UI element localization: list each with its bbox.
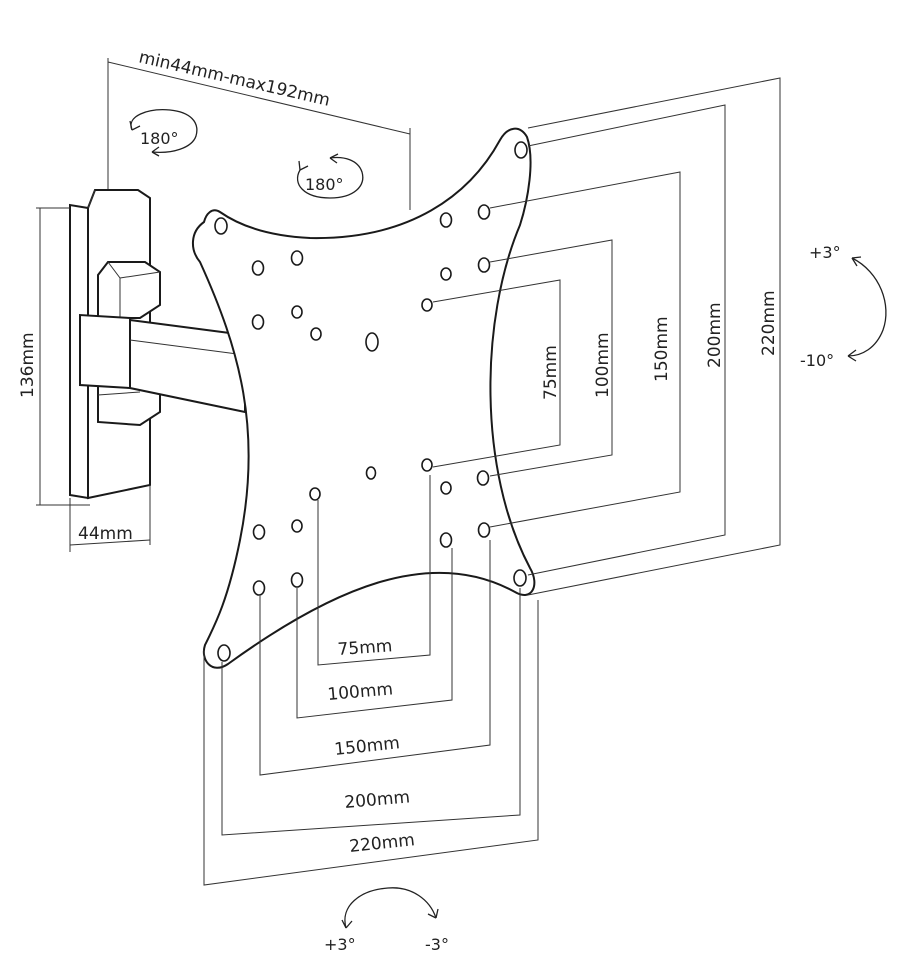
rotate-right-label: -3° — [425, 935, 449, 954]
rotation-indicator: +3° -3° — [324, 887, 449, 954]
rotate-left-label: +3° — [324, 935, 356, 954]
tilt-up-label: +3° — [809, 243, 841, 262]
vesa-horizontal-200: 200mm — [344, 787, 411, 813]
vesa-vertical-200: 200mm — [705, 302, 725, 368]
vesa-vertical-100: 100mm — [593, 332, 613, 398]
wall-plate-and-arm — [69, 189, 246, 500]
vesa-horizontal-75: 75mm — [337, 636, 393, 660]
depth-range-label: min44mm-max192mm — [137, 47, 332, 110]
swivel-left-indicator: 180° — [129, 109, 198, 157]
tilt-down-label: -10° — [800, 351, 834, 370]
swivel-left-label: 180° — [140, 129, 179, 148]
vesa-vertical-dimensions: 75mm 100mm 150mm 200mm 220mm — [432, 77, 781, 596]
vesa-vertical-150: 150mm — [652, 316, 672, 382]
width-label: 44mm — [78, 524, 133, 544]
vesa-horizontal-150: 150mm — [333, 733, 400, 760]
vesa-horizontal-100: 100mm — [327, 679, 394, 705]
height-dimension: 136mm — [18, 207, 90, 506]
swivel-right-indicator: 180° — [297, 153, 364, 199]
vesa-vertical-220: 220mm — [759, 290, 779, 356]
swivel-right-label: 180° — [305, 175, 344, 194]
vesa-plate — [192, 127, 536, 669]
vesa-horizontal-220: 220mm — [348, 830, 415, 857]
width-dimension: 44mm — [69, 485, 151, 552]
tilt-indicator: +3° -10° — [800, 243, 887, 370]
vesa-vertical-75: 75mm — [541, 345, 561, 400]
height-label: 136mm — [18, 332, 38, 398]
